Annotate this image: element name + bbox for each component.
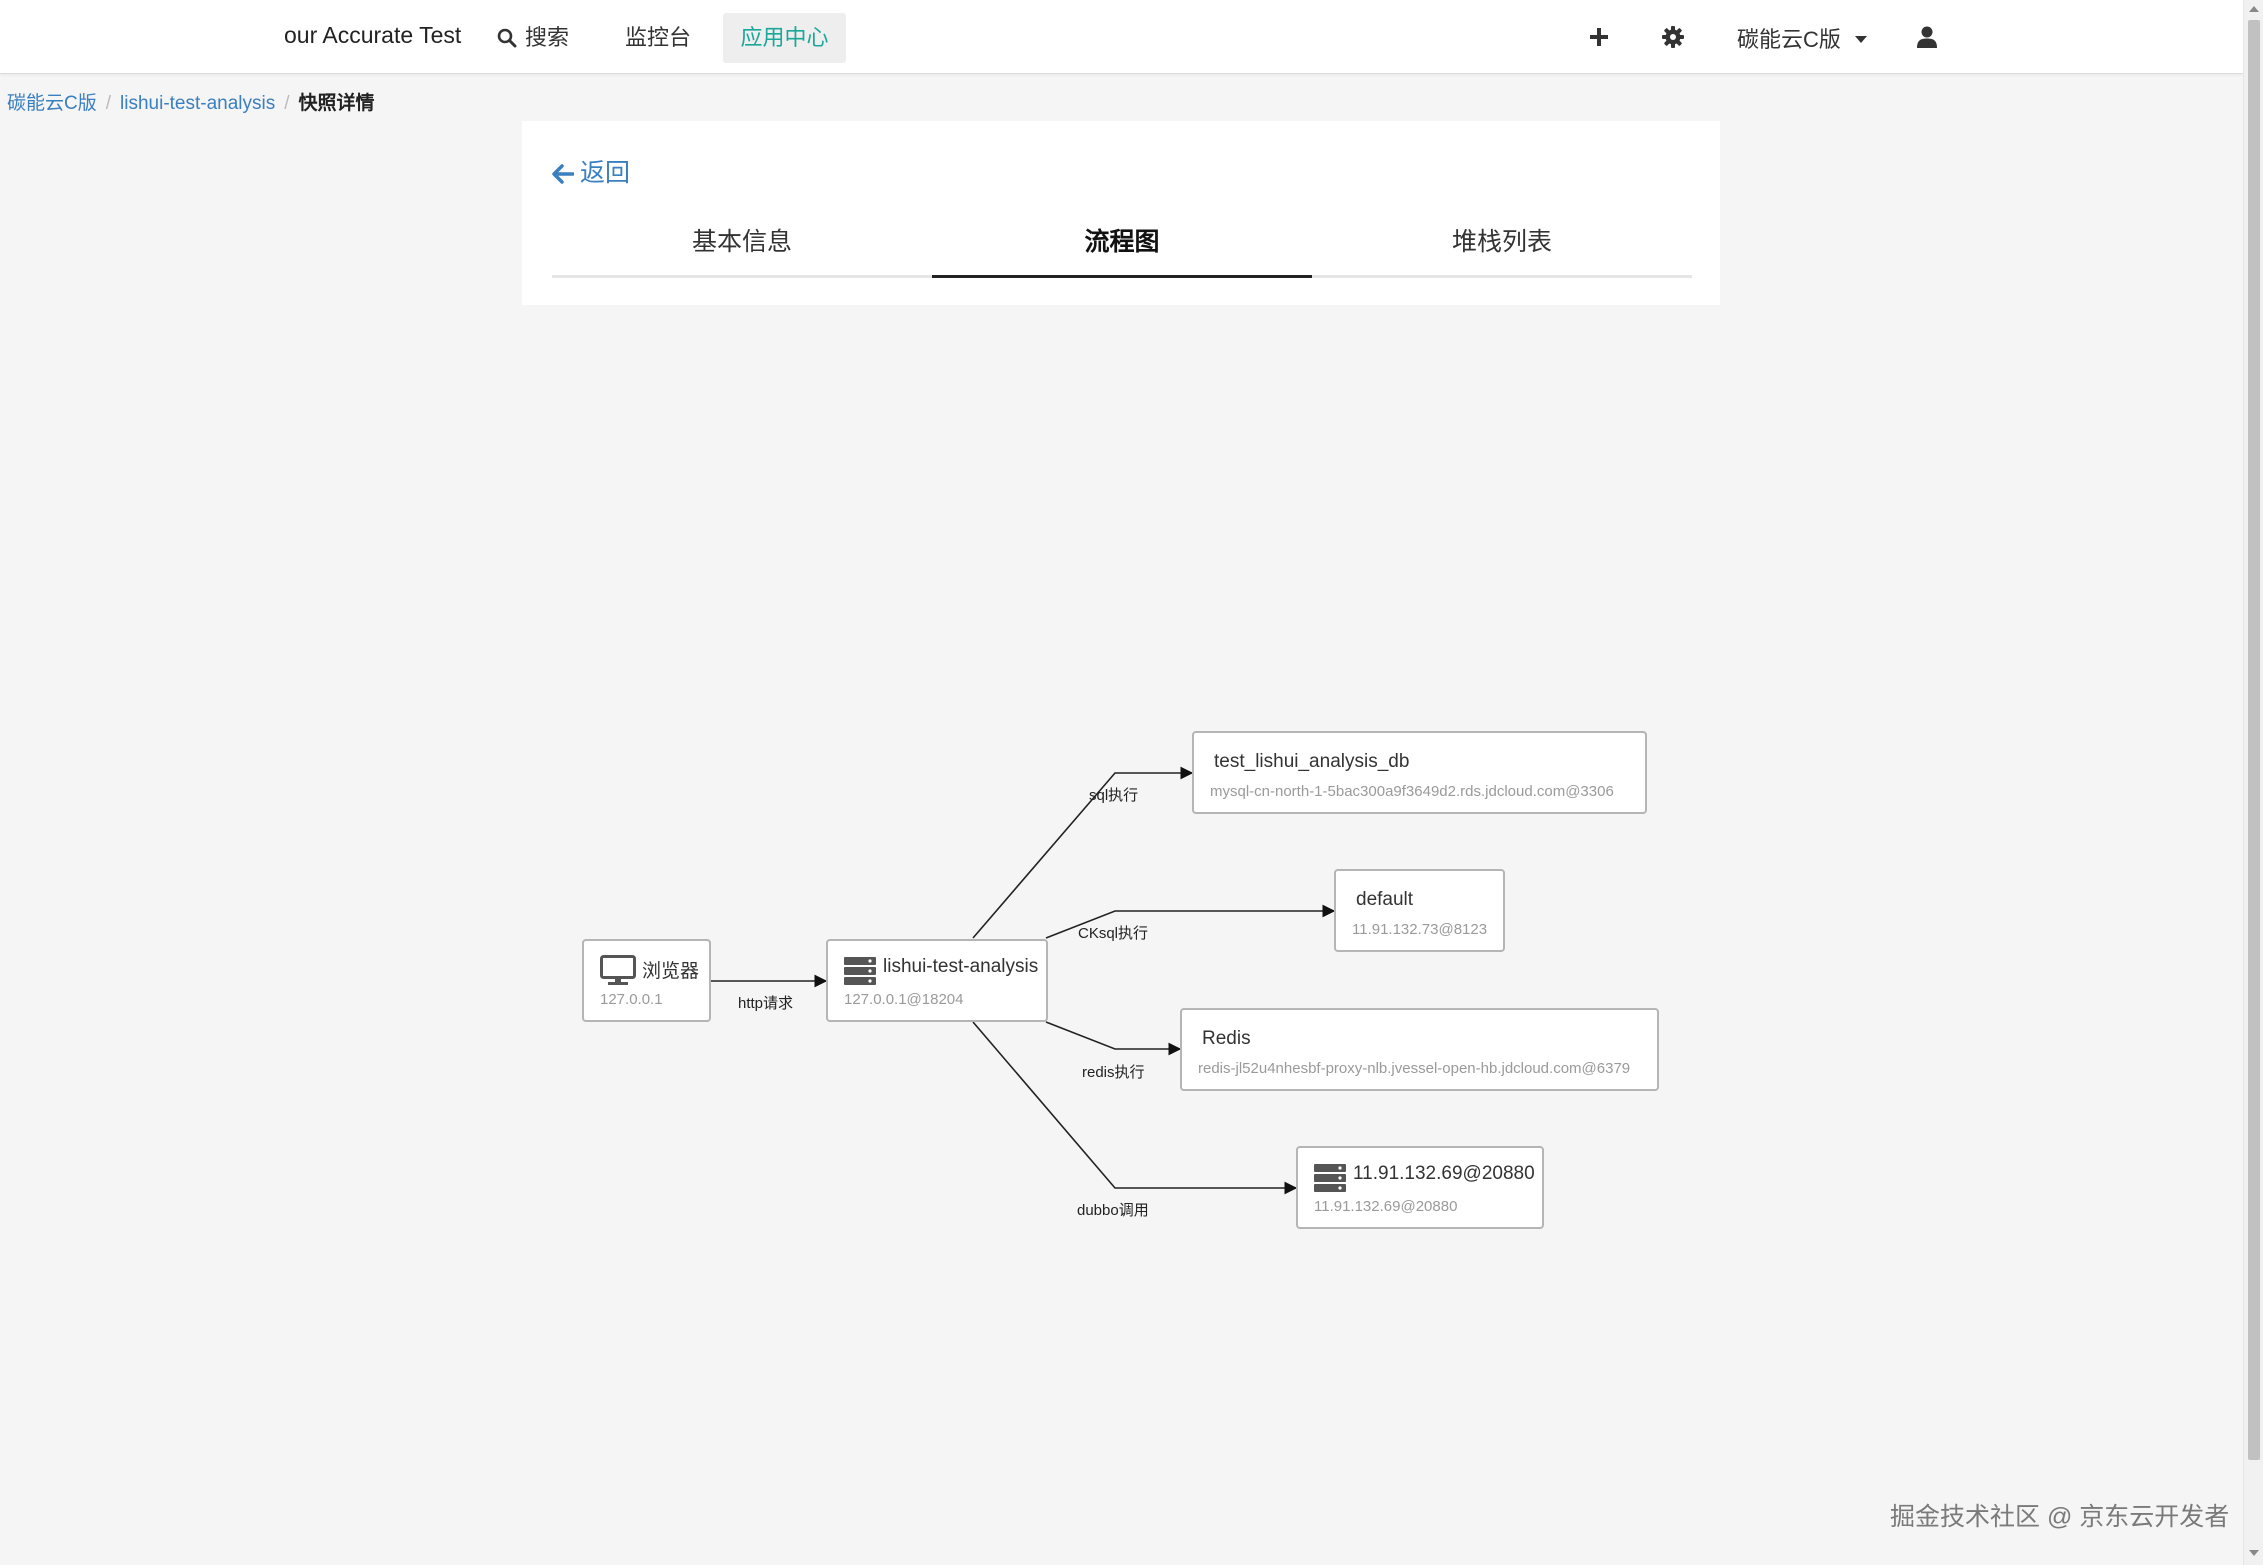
flow-node-title: default xyxy=(1356,889,1414,910)
back-link-label: 返回 xyxy=(580,159,631,187)
env-dropdown[interactable]: 碳能云C版 xyxy=(1737,22,1867,54)
flow-node-title: test_lishui_analysis_db xyxy=(1214,751,1410,772)
detail-tabs: 基本信息 流程图 堆栈列表 xyxy=(552,221,1692,278)
edge-label-sql: sql执行 xyxy=(1089,787,1139,804)
breadcrumb-app-link[interactable]: lishui-test-analysis xyxy=(120,93,276,114)
nav-search[interactable]: 搜索 xyxy=(497,13,569,63)
arrow-left-icon xyxy=(552,164,575,184)
breadcrumb-separator: / xyxy=(105,93,112,114)
tab-basic-info[interactable]: 基本信息 xyxy=(691,228,792,256)
flow-node-subtitle: redis-jl52u4nhesbf-proxy-nlb.jvessel-ope… xyxy=(1198,1060,1631,1077)
user-icon xyxy=(1917,26,1937,48)
brand-title[interactable]: our Accurate Test xyxy=(284,22,462,48)
flow-node-app[interactable]: lishui-test-analysis 127.0.0.1@18204 xyxy=(826,939,1048,1022)
nav-search-label: 搜索 xyxy=(525,25,570,50)
add-button[interactable] xyxy=(1584,22,1614,52)
flow-node-subtitle: 127.0.0.1@18204 xyxy=(844,991,964,1008)
scroll-down-arrow-icon[interactable] xyxy=(2249,1550,2259,1556)
breadcrumb-env-link[interactable]: 碳能云C版 xyxy=(7,93,97,114)
server-icon xyxy=(844,957,876,985)
flow-node-mysql[interactable]: test_lishui_analysis_db mysql-cn-north-1… xyxy=(1192,731,1647,814)
monitor-icon xyxy=(600,955,636,985)
breadcrumb: 碳能云C版 / lishui-test-analysis / 快照详情 xyxy=(7,88,375,115)
breadcrumb-separator: / xyxy=(284,93,290,114)
caret-down-icon xyxy=(1854,36,1867,43)
plus-icon xyxy=(1590,28,1608,46)
nav-app-center[interactable]: 应用中心 xyxy=(723,13,846,63)
nav-monitor[interactable]: 监控台 xyxy=(625,25,692,50)
flow-node-subtitle: 11.91.132.69@20880 xyxy=(1314,1198,1458,1215)
env-dropdown-label: 碳能云C版 xyxy=(1737,27,1841,52)
flow-node-title: Redis xyxy=(1202,1028,1251,1049)
flow-node-subtitle: 11.91.132.73@8123 xyxy=(1352,921,1488,938)
edge-label-dubbo: dubbo调用 xyxy=(1077,1202,1149,1219)
gear-icon xyxy=(1662,26,1684,48)
edge-dubbo xyxy=(972,1021,1298,1195)
tab-stack-list[interactable]: 堆栈列表 xyxy=(1451,228,1552,256)
flow-node-clickhouse[interactable]: default 11.91.132.73@8123 xyxy=(1334,869,1505,952)
flow-node-title: 浏览器 xyxy=(642,961,700,982)
scroll-up-arrow-icon[interactable] xyxy=(2249,6,2259,12)
back-link[interactable]: 返回 xyxy=(552,153,630,189)
flow-node-subtitle: 127.0.0.1 xyxy=(600,991,663,1008)
server-icon xyxy=(1314,1164,1346,1192)
edge-cksql xyxy=(1045,904,1336,939)
search-icon xyxy=(497,28,517,48)
top-navbar: our Accurate Test 搜索 监控台 应用中心 碳能云C版 xyxy=(0,0,2243,74)
snapshot-detail-panel: 返回 基本信息 流程图 堆栈列表 xyxy=(522,121,1720,305)
flow-node-browser[interactable]: 浏览器 127.0.0.1 xyxy=(582,939,711,1022)
edge-label-redis: redis执行 xyxy=(1082,1064,1145,1081)
flow-node-dubbo[interactable]: 11.91.132.69@20880 11.91.132.69@20880 xyxy=(1296,1146,1544,1229)
edge-redis xyxy=(1045,1021,1182,1056)
flow-node-title: 11.91.132.69@20880 xyxy=(1353,1163,1535,1184)
breadcrumb-current: 快照详情 xyxy=(298,93,375,114)
flow-node-title: lishui-test-analysis xyxy=(883,956,1039,977)
flow-node-subtitle: mysql-cn-north-1-5bac300a9f3649d2.rds.jd… xyxy=(1210,783,1614,800)
flow-node-redis[interactable]: Redis redis-jl52u4nhesbf-proxy-nlb.jvess… xyxy=(1180,1008,1659,1091)
watermark: 掘金技术社区 @ 京东云开发者 xyxy=(1890,1503,2230,1531)
scrollbar-thumb[interactable] xyxy=(2248,20,2260,1460)
tab-flow-chart[interactable]: 流程图 xyxy=(932,221,1312,278)
vertical-scrollbar[interactable] xyxy=(2243,0,2263,1565)
edge-sql xyxy=(972,766,1194,939)
settings-button[interactable] xyxy=(1658,22,1688,52)
edge-label-cksql: CKsql执行 xyxy=(1078,925,1149,942)
edge-label-http: http请求 xyxy=(738,995,794,1012)
user-menu-button[interactable] xyxy=(1912,22,1942,52)
